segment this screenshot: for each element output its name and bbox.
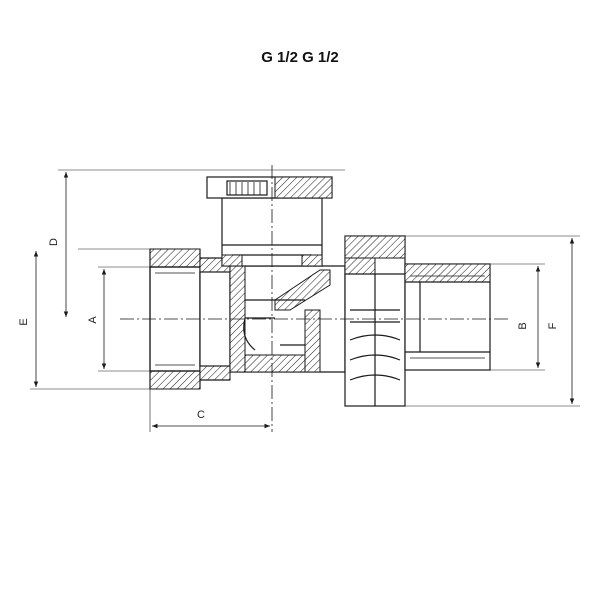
dimension-d-label: D — [48, 238, 60, 246]
drawing-title: G 1/2 G 1/2 — [261, 49, 339, 66]
dimension-a-label: A — [87, 316, 99, 324]
union-nut — [344, 235, 406, 407]
dimension-c-label: C — [197, 409, 205, 421]
bonnet — [206, 176, 333, 267]
dimension-e-label: E — [18, 318, 30, 325]
dimension-f-label: F — [547, 322, 559, 329]
right-tail — [404, 263, 491, 371]
extension-lines — [30, 169, 580, 432]
dimension-lines — [33, 172, 575, 429]
valve-body — [149, 176, 491, 407]
dimension-b-label: B — [517, 322, 529, 329]
